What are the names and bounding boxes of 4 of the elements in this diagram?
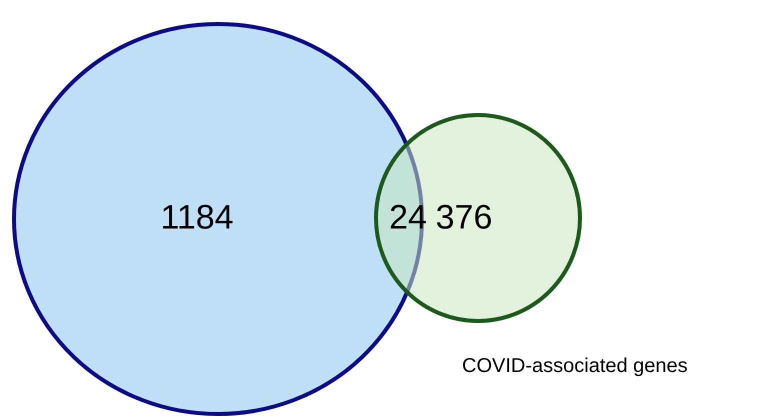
count-label: 376 (436, 198, 492, 238)
count-label: 1184 (160, 198, 234, 238)
set-caption: COVID-associated genes (462, 355, 688, 378)
overlap-count: 24 (389, 198, 427, 238)
